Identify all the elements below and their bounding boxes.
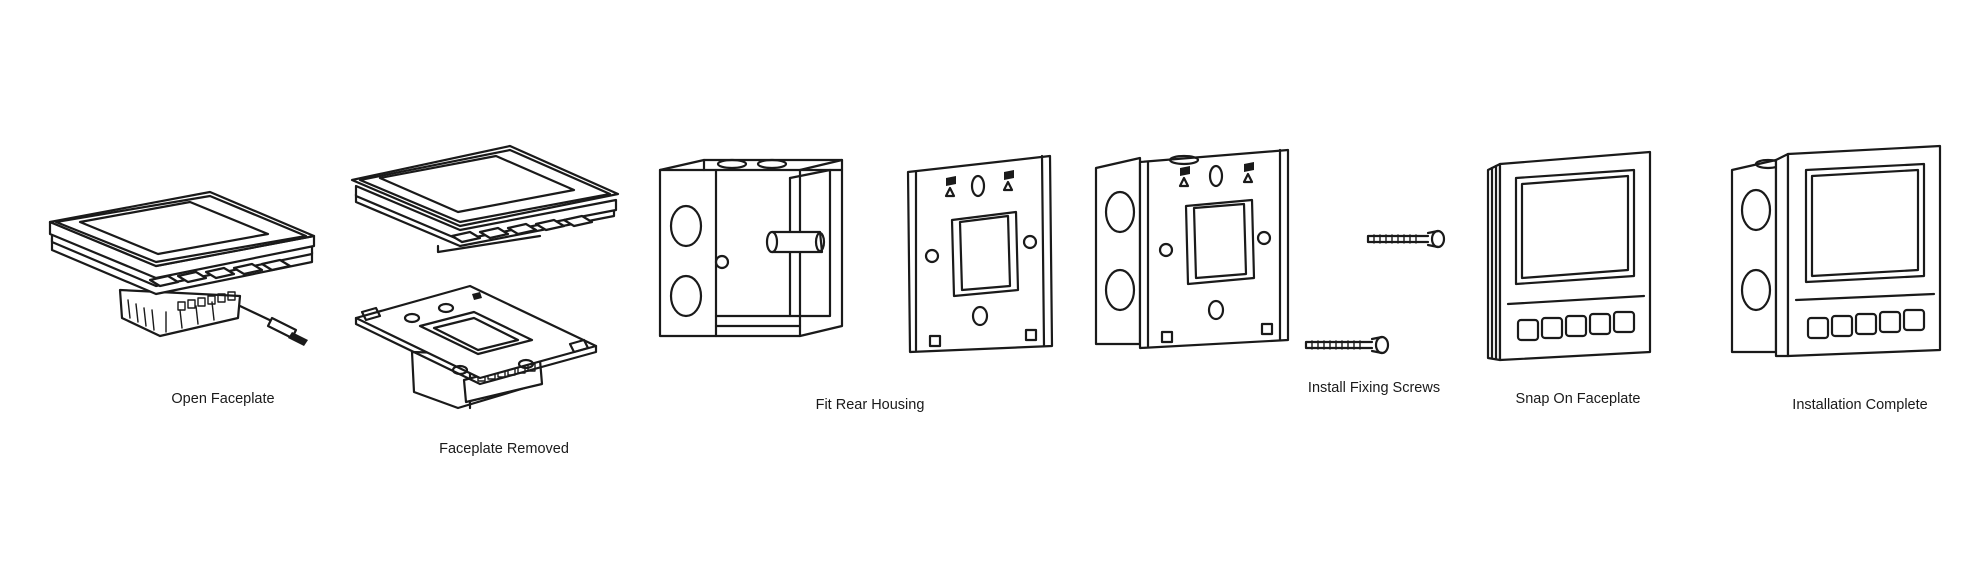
installed-thermostat-illustration — [1730, 144, 1942, 358]
mounting-plate-illustration — [906, 154, 1054, 354]
caption-open-faceplate: Open Faceplate — [171, 391, 275, 407]
faceplate-front-illustration — [1486, 150, 1652, 362]
caption-faceplate-removed: Faceplate Removed — [439, 441, 569, 457]
caption-snap-on-faceplate: Snap On Faceplate — [1515, 391, 1641, 407]
caption-fit-rear-housing: Fit Rear Housing — [815, 397, 925, 413]
faceplate-illustration — [350, 144, 620, 254]
caption-installation-complete: Installation Complete — [1792, 397, 1928, 413]
fixing-screws-illustration — [1304, 229, 1446, 355]
back-plate-illustration — [354, 284, 598, 410]
caption-install-fixing-screws: Install Fixing Screws — [1307, 380, 1441, 396]
housing-with-plate-illustration — [1094, 148, 1290, 350]
rear-housing-box-illustration — [658, 158, 844, 338]
thermostat-open-faceplate-illustration — [48, 190, 316, 346]
